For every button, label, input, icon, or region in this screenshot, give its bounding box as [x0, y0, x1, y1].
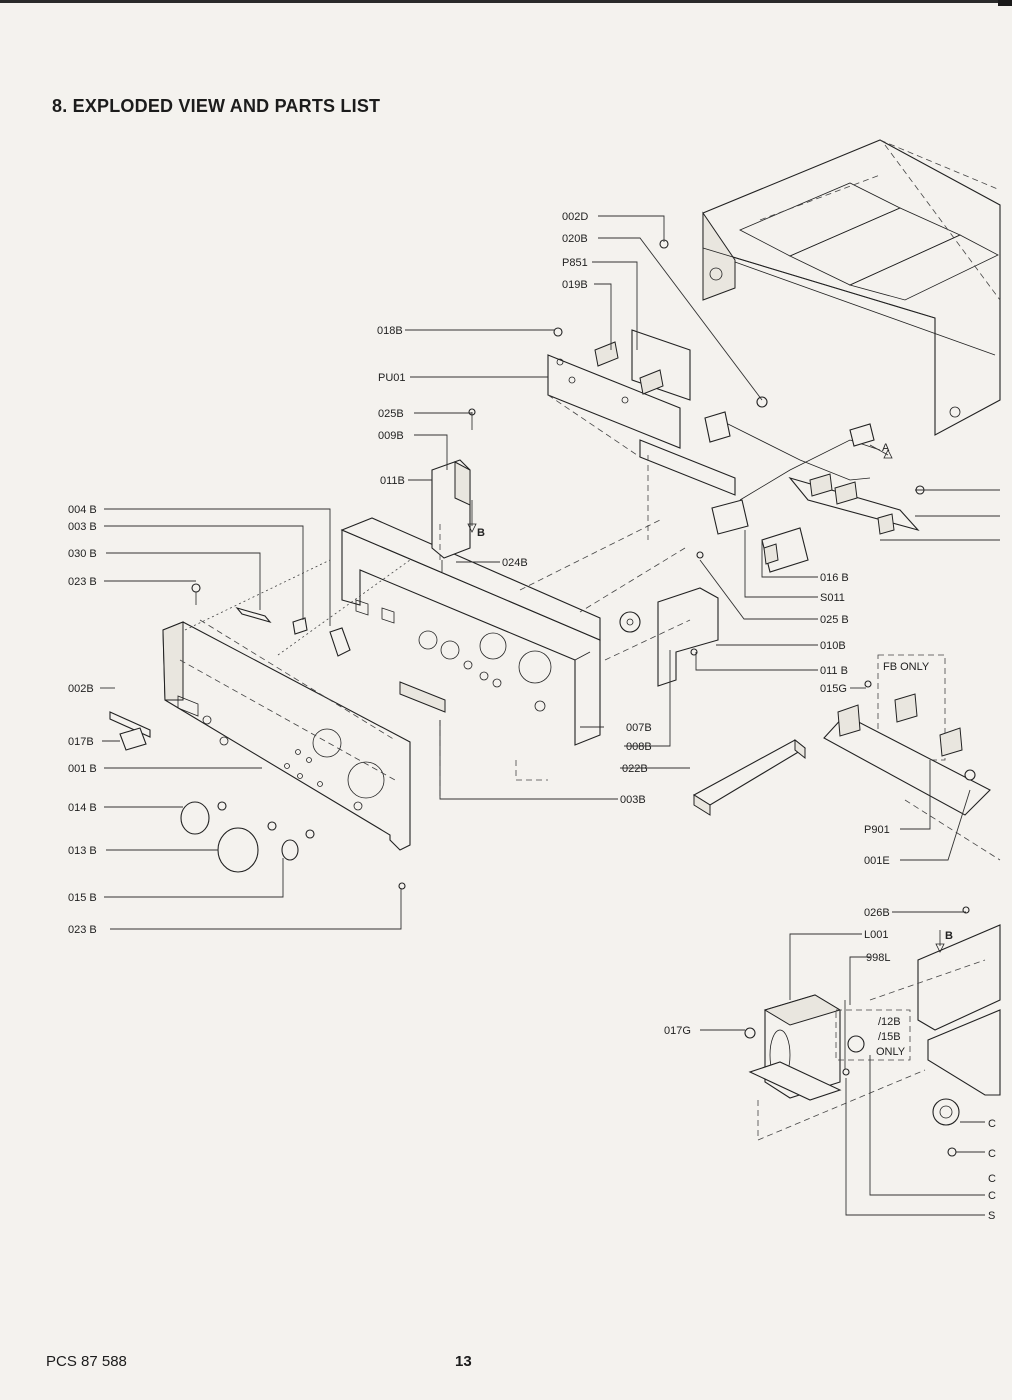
callout-004b: 004 B — [68, 504, 97, 516]
right-pcb — [761, 473, 920, 573]
top-cover — [702, 139, 1001, 436]
chassis-base — [917, 906, 1001, 1157]
callout-010b: 010B — [820, 640, 846, 652]
callout-014b: 014 B — [68, 802, 97, 814]
callout-017b: 017B — [68, 736, 94, 748]
bracket-009b — [431, 408, 477, 572]
callout-p851: P851 — [562, 257, 588, 269]
callout-009b: 009B — [378, 430, 404, 442]
callout-001b: 001 B — [68, 763, 97, 775]
callout-013b: 013 B — [68, 845, 97, 857]
callout-026b: 026B — [864, 907, 890, 919]
corner-mark — [998, 0, 1012, 6]
leader-lines — [100, 215, 1000, 1216]
callout-003b-right: 003B — [620, 794, 646, 806]
chassis-front-frame — [340, 517, 601, 746]
document-code: PCS 87 588 — [46, 1353, 127, 1370]
rear-pcb-assembly — [547, 239, 736, 496]
callout-019b: 019B — [562, 279, 588, 291]
callout-arrow-b-upper: B — [477, 527, 485, 539]
callout-008b: 008B — [626, 741, 652, 753]
front-panel — [162, 619, 411, 851]
top-border-rule — [0, 0, 1012, 3]
callout-002d: 002D — [562, 211, 588, 223]
callout-l001: L001 — [864, 929, 888, 941]
bracket-010b — [619, 551, 719, 687]
callout-017g: 017G — [664, 1025, 691, 1037]
callout-022b: 022B — [622, 763, 648, 775]
callout-015g: 015G — [820, 683, 847, 695]
bar-022b — [692, 738, 806, 816]
callout-p901: P901 — [864, 824, 890, 836]
callout-011b-left: 011B — [380, 475, 405, 487]
callout-030b: 030 B — [68, 548, 97, 560]
callout-024b: 024B — [502, 557, 528, 569]
callout-023b-bottom: 023 B — [68, 924, 97, 936]
callout-003b-left: 003 B — [68, 521, 97, 533]
callout-025b-top: 025B — [378, 408, 404, 420]
transformer — [744, 994, 911, 1101]
callout-cut-5: S — [988, 1210, 995, 1222]
callout-cut-1: C — [988, 1118, 996, 1130]
callout-fb-only: FB ONLY — [883, 661, 930, 673]
callout-002b: 002B — [68, 683, 94, 695]
page-heading: 8. EXPLODED VIEW AND PARTS LIST — [52, 96, 381, 116]
callout-025b-right: 025 B — [820, 614, 849, 626]
small-parts — [109, 583, 406, 890]
callout-cut-4: C — [988, 1190, 996, 1202]
callout-labels: 002D 020B P851 019B 018B PU01 025B 009B … — [68, 211, 996, 1222]
callout-023b-top: 023 B — [68, 576, 97, 588]
callout-016b: 016 B — [820, 572, 849, 584]
callout-cut-2: C — [988, 1148, 996, 1160]
callout-020b: 020B — [562, 233, 588, 245]
callout-12b: /12B — [878, 1016, 901, 1028]
callout-998l: 998L — [866, 952, 890, 964]
page-number: 13 — [455, 1353, 472, 1370]
cable-harness — [704, 396, 925, 535]
callout-15b: /15B — [878, 1031, 901, 1043]
callout-015b: 015 B — [68, 892, 97, 904]
fb-only-assembly — [823, 654, 991, 816]
callout-011b-right: 011 B — [820, 665, 848, 677]
callout-001e: 001E — [864, 855, 890, 867]
callout-s011: S011 — [820, 592, 845, 604]
callout-arrow-a: A — [882, 442, 890, 454]
callout-only: ONLY — [876, 1046, 906, 1058]
callout-arrow-b-lower: B — [945, 930, 953, 942]
callout-018b: 018B — [377, 325, 403, 337]
callout-cut-3: C — [988, 1173, 996, 1185]
callout-007b: 007B — [626, 722, 652, 734]
callout-pu01: PU01 — [378, 372, 406, 384]
